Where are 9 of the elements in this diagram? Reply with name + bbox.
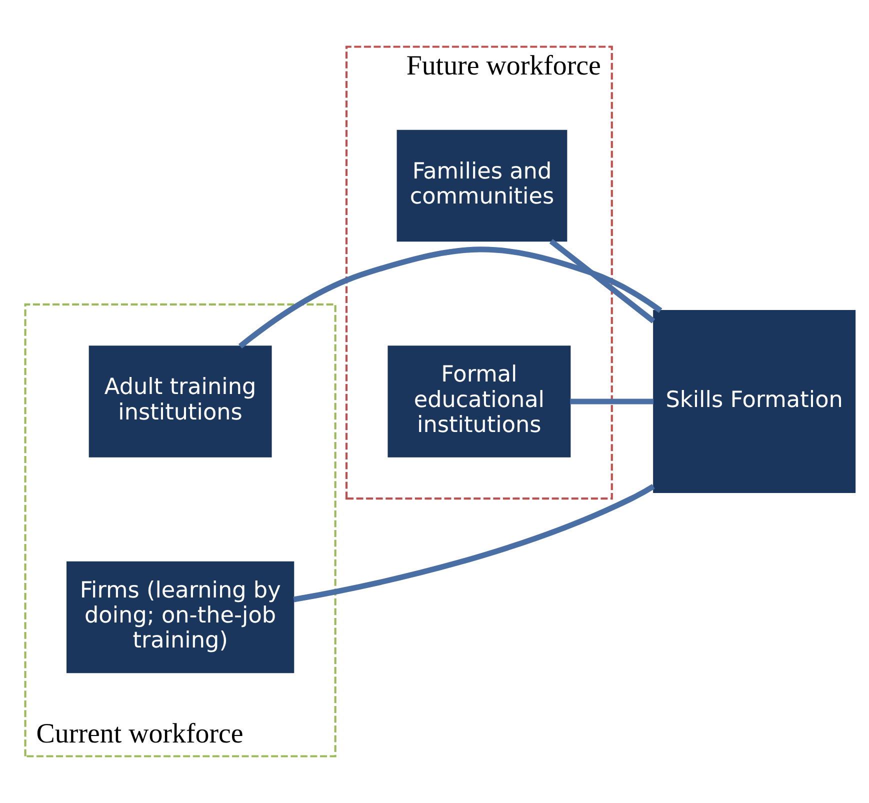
connector: [238, 246, 662, 348]
connector: [570, 398, 654, 404]
connector: [293, 484, 655, 602]
node-box: Families and communities: [396, 130, 568, 242]
connector: [549, 238, 656, 324]
node-box: Skills Formation: [653, 310, 856, 493]
node-box: Adult training institutions: [88, 346, 272, 458]
node-box: Formal educational institutions: [388, 346, 571, 458]
node-box: Firms (learning by doing; on-the-job training): [66, 561, 294, 674]
